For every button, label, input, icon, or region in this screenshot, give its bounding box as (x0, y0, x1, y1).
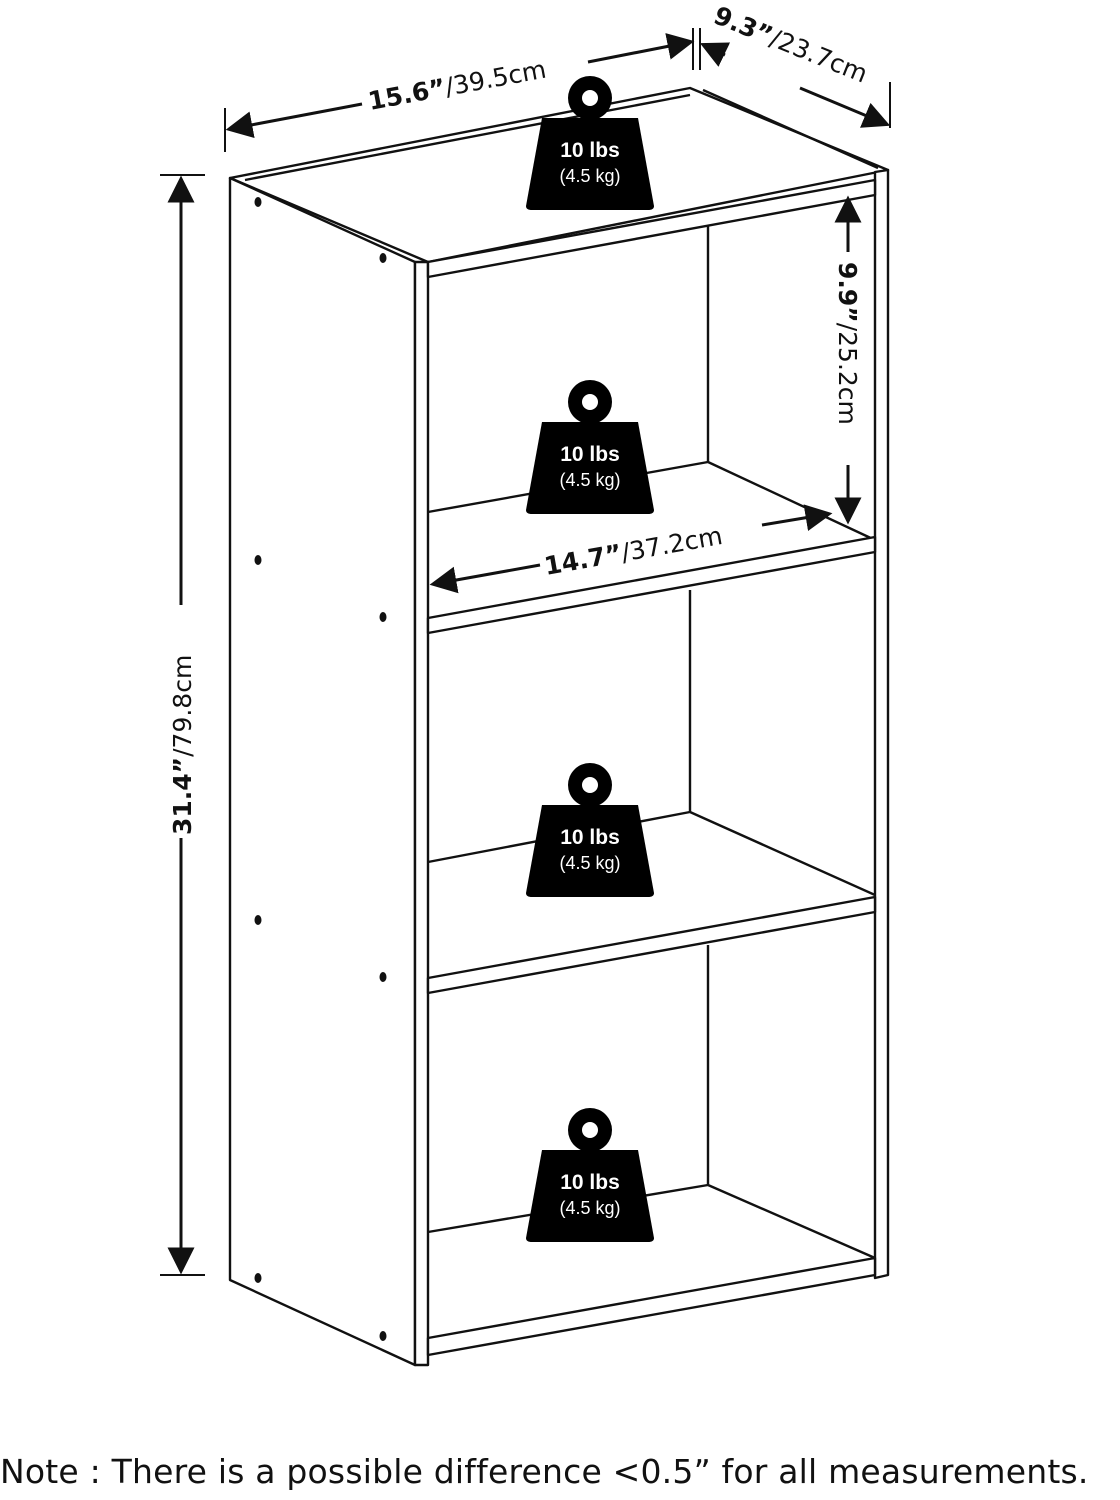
shelf-width-dimension: 14.7”/37.2cm (429, 504, 833, 594)
right-front-edge (873, 168, 890, 1280)
screw-holes (254, 197, 387, 1341)
measurement-note: Note : There is a possible difference <0… (0, 1452, 1089, 1491)
weight-icon: 10 lbs (4.5 kg) (526, 1108, 654, 1242)
left-side-panel (228, 176, 417, 1367)
screw-hole (254, 555, 262, 565)
screw-hole (254, 197, 262, 207)
width-label: 15.6”/39.5cm (366, 55, 549, 116)
weight-lbs-label: 10 lbs (560, 139, 620, 162)
shelf-1-front (426, 535, 877, 635)
screw-hole (254, 1273, 262, 1283)
weight-lbs-label: 10 lbs (560, 1171, 620, 1194)
weight-kg-label: (4.5 kg) (559, 853, 620, 873)
bookcase-dimension-diagram: 15.6”/39.5cm 9.3”/23.7cm 31.4”/79.8cm 9.… (160, 1, 891, 1367)
shelf-2-top (427, 810, 876, 897)
screw-hole (379, 612, 387, 622)
weight-kg-label: (4.5 kg) (559, 166, 620, 186)
height-dimension: 31.4”/79.8cm (160, 174, 205, 1276)
screw-hole (379, 253, 387, 263)
bottom-shelf-top (427, 1183, 876, 1260)
bookcase-outline (228, 86, 890, 1367)
weight-icon: 10 lbs (4.5 kg) (526, 763, 654, 897)
screw-hole (379, 1331, 387, 1341)
shelf-height-label: 9.9”/25.2cm (833, 262, 862, 425)
weight-lbs-label: 10 lbs (560, 443, 620, 466)
top-front-board (426, 178, 877, 279)
shelf-2-front (426, 895, 877, 995)
weight-icon: 10 lbs (4.5 kg) (526, 76, 654, 210)
height-label: 31.4”/79.8cm (168, 655, 197, 835)
weight-icon: 10 lbs (4.5 kg) (526, 380, 654, 514)
weight-kg-label: (4.5 kg) (559, 470, 620, 490)
screw-hole (254, 915, 262, 925)
weight-lbs-label: 10 lbs (560, 826, 620, 849)
bottom-front-board (426, 1256, 877, 1357)
screw-hole (379, 972, 387, 982)
depth-label: 9.3”/23.7cm (710, 1, 872, 89)
weight-kg-label: (4.5 kg) (559, 1198, 620, 1218)
shelf-height-dimension: 9.9”/25.2cm (833, 195, 862, 525)
left-front-edge (413, 260, 430, 1367)
